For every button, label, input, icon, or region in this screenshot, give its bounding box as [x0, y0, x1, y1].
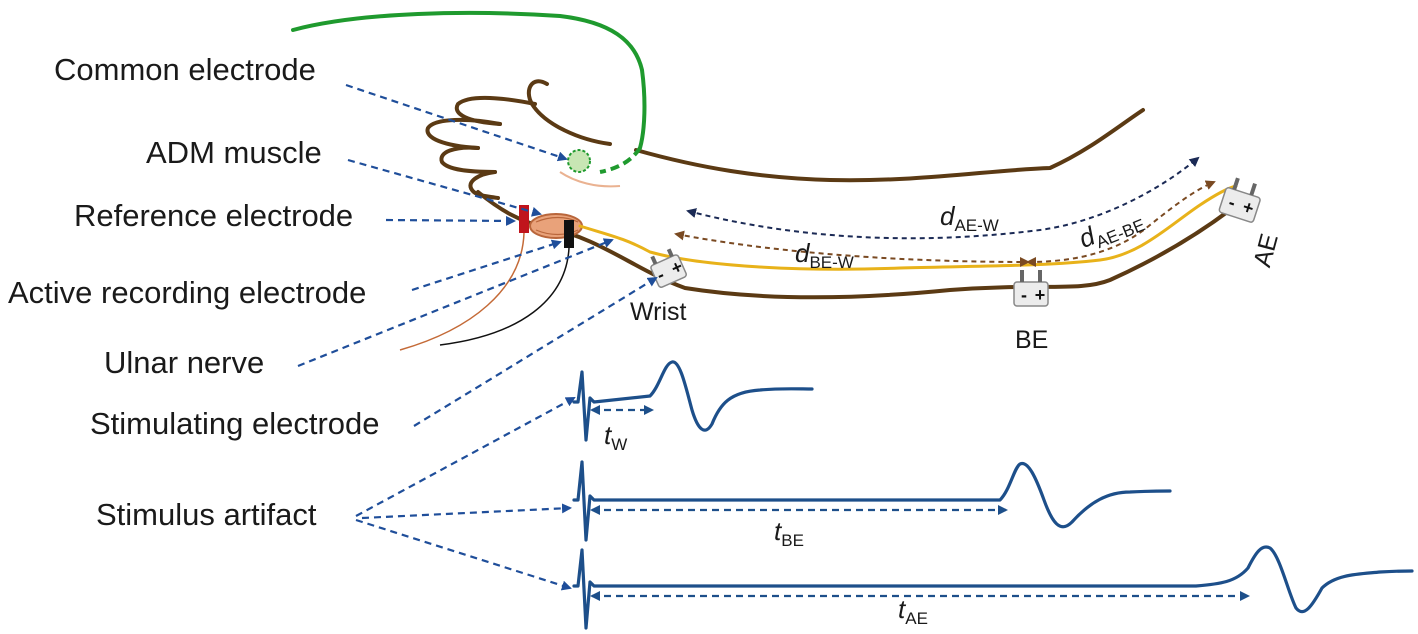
waveform-wrist — [572, 360, 814, 442]
waveform-ae — [572, 545, 1414, 630]
stim-electrode-be: - + — [1013, 270, 1049, 307]
pointer-reference-electrode — [385, 215, 516, 226]
label-ae: AE — [1248, 231, 1284, 270]
common-electrode-pad — [567, 149, 591, 173]
label-common-electrode: Common electrode — [54, 52, 316, 87]
ground-wire-dashed — [599, 146, 642, 174]
waveform-be — [572, 460, 1172, 542]
label-t-ae: tAE — [898, 594, 928, 628]
ground-wire — [291, 10, 647, 150]
reference-electrode — [519, 205, 529, 233]
label-t-be: tBE — [774, 516, 804, 550]
waveforms — [572, 360, 1414, 630]
label-active-recording-electrode: Active recording electrode — [8, 275, 366, 310]
pointer-stimulating-electrode — [413, 276, 658, 427]
label-stimulus-artifact: Stimulus artifact — [96, 497, 317, 532]
label-wrist: Wrist — [630, 298, 687, 326]
reference-electrode-lead — [399, 232, 525, 351]
label-t-w: tW — [604, 420, 627, 454]
label-adm-muscle: ADM muscle — [146, 135, 322, 170]
pointer-adm-muscle — [347, 158, 542, 217]
pointer-common-electrode — [345, 83, 568, 162]
adm-muscle-outline — [559, 171, 621, 188]
stim-electrode-ae: - + — [1218, 177, 1261, 223]
distance-arrow-be-w — [674, 230, 1030, 267]
active-electrode-lead — [439, 247, 570, 346]
pointer-artifact-2 — [361, 503, 572, 520]
pointer-artifact-3 — [355, 518, 572, 591]
be-minus: - — [1021, 285, 1027, 305]
label-reference-electrode: Reference electrode — [74, 198, 353, 233]
distance-arrow-ae-be — [1026, 180, 1216, 267]
label-d-be-w: dBE-W — [795, 238, 854, 272]
label-ulnar-nerve: Ulnar nerve — [104, 345, 264, 380]
ae-minus: - — [1226, 192, 1238, 213]
active-recording-electrode — [564, 220, 574, 248]
be-plus: + — [1035, 285, 1046, 305]
pointer-ulnar-nerve — [297, 238, 614, 368]
pointer-artifact-1 — [355, 397, 576, 517]
adm-muscle-fibers — [535, 216, 579, 236]
label-be: BE — [1015, 326, 1048, 354]
pointer-lines — [297, 83, 658, 591]
label-d-ae-w: dAE-W — [940, 201, 999, 235]
pointer-active-recording-electrode — [411, 239, 562, 292]
label-stimulating-electrode: Stimulating electrode — [90, 406, 380, 441]
latency-arrows — [590, 405, 1250, 601]
